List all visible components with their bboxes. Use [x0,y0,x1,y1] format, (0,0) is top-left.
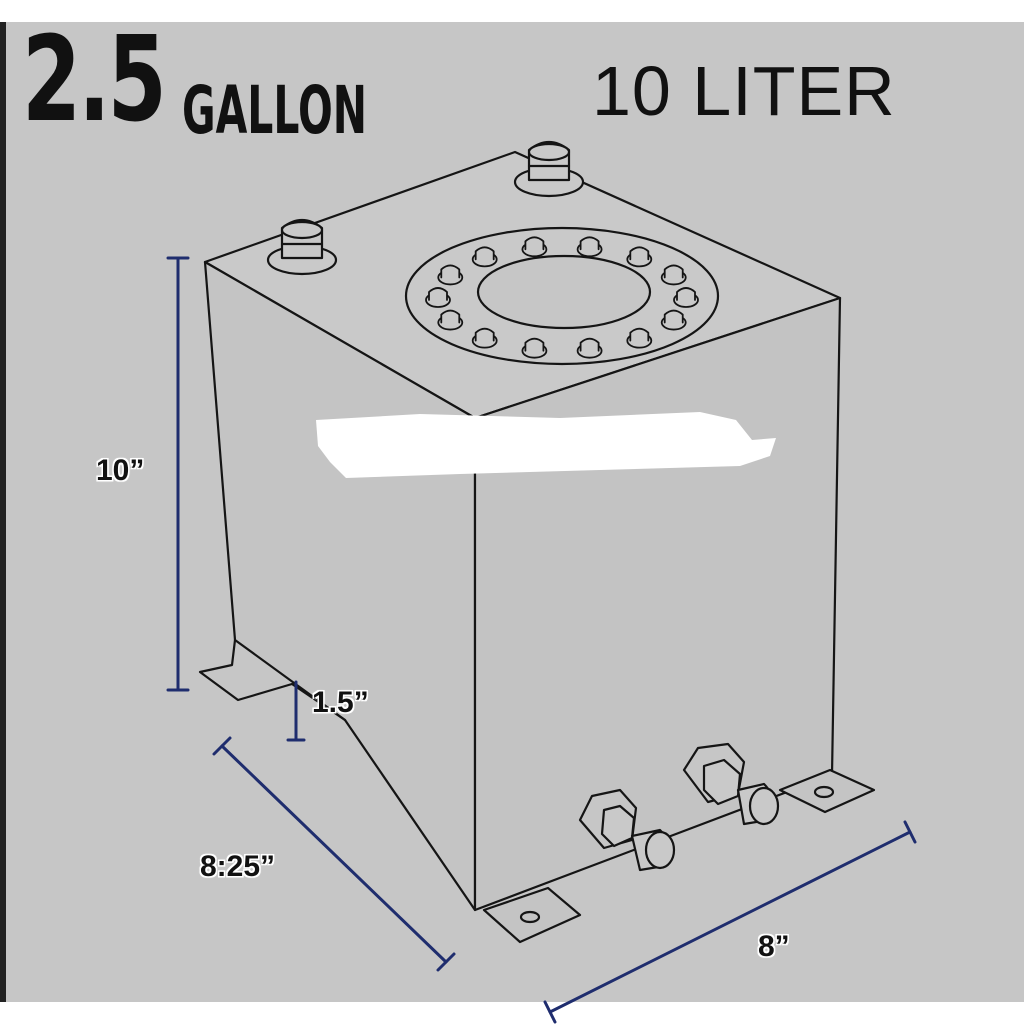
depth-dimension-label: 8:25” [200,850,276,883]
height-dimension-label: 10” [96,454,145,487]
hex-fitting-icon [578,788,676,872]
left-mounting-foot [198,638,347,722]
flange-bolt-icon [576,337,603,359]
flange-bolt-icon [576,236,603,258]
flange-bolt-icon [437,264,464,286]
bolt-flange-icon [404,226,720,366]
flange-bolt-icon [471,327,498,349]
height-dimension-line [166,256,190,692]
hex-fitting-icon-2 [682,742,780,826]
capacity-metric: 10 LITER [592,52,896,130]
capacity-value: 2.5 [22,10,167,148]
flange-bolt-icon [626,327,653,349]
right-mounting-foot [778,768,876,814]
flange-bolt-icon [626,246,653,268]
width-dimension-label: 8” [758,930,790,963]
left-edge-shadow [0,22,6,1002]
flange-bolt-icon [425,287,451,308]
depth-dimension-line [212,736,456,972]
foot-dimension-line [286,680,306,742]
flange-bolt-icon [521,337,548,359]
foot-height-dimension-label: 1.5” [312,686,369,719]
fuel-cap-icon [266,218,338,276]
width-dimension-line [543,820,917,1024]
flange-bolt-icon [660,309,687,331]
capacity-unit: GALLON [182,72,367,149]
front-mounting-foot [482,886,582,944]
flange-bolt-icon [660,264,687,286]
flange-bolt-icon [471,246,498,268]
vent-cap-icon [513,140,585,198]
flange-bolt-icon [673,287,699,308]
flange-bolt-icon [437,309,464,331]
redacted-label [316,412,776,478]
flange-bolt-icon [521,236,548,258]
